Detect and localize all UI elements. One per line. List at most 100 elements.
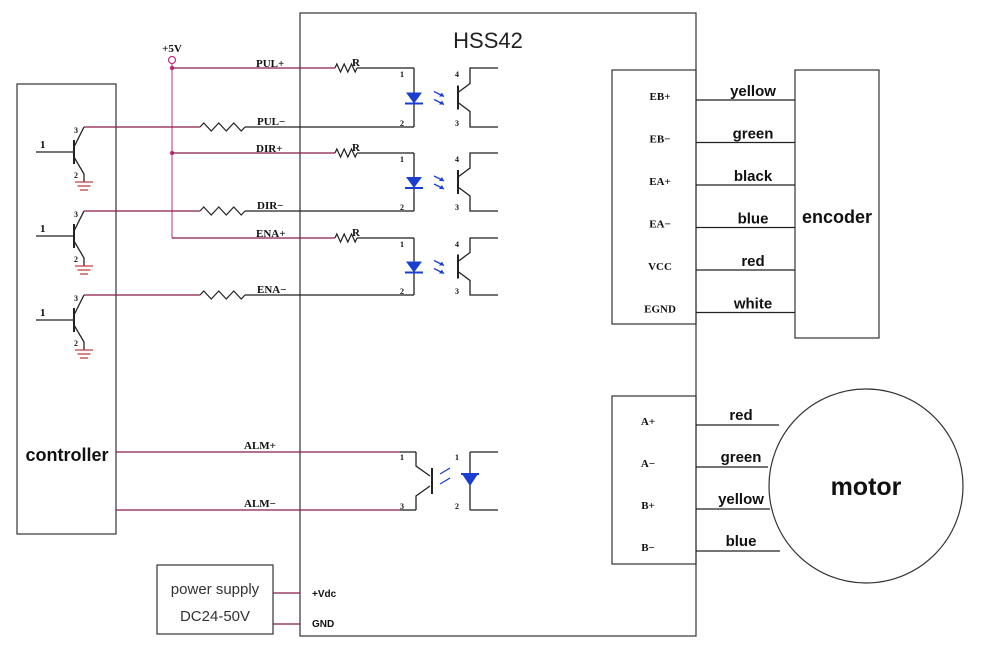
encoder-pin-label: EGND [644,304,676,316]
motor-terminal-box [611,395,697,565]
transistor-base-label: 1 [40,223,46,235]
transistor-emitter [73,240,85,266]
phototransistor-collector [457,237,498,263]
opto-pin-label: 1 [455,453,459,462]
resistor-label: R [352,227,361,239]
transistor-pin-label: 2 [74,255,78,264]
opto-pin-label: 1 [400,240,404,249]
motor-pin-label: A+ [641,416,655,428]
encoder-pin-label: EA+ [649,176,671,188]
encoder-pin-label: EB− [650,134,671,146]
series-resistor [199,122,246,132]
input-plus-label: ENA+ [256,228,286,240]
opto-pin-label: 4 [455,240,459,249]
opto-pin-label: 2 [400,119,404,128]
label-layer: RPUL+PUL−1243RDIR+DIR−1243RENA+ENA−12431… [40,57,776,554]
encoder-pin-label: EB+ [650,91,671,103]
opto-pin-label: 3 [400,502,404,511]
opto-pin-label: 3 [455,203,459,212]
resistor-label: R [352,57,361,69]
arrow-head [439,92,444,97]
encoder-wire-color: black [734,168,773,185]
opto-pin-label: 2 [400,287,404,296]
transistor-pin-label: 2 [74,171,78,180]
transistor-pin-label: 3 [74,126,78,135]
motor-wire-color: blue [726,533,757,550]
controller-label: controller [25,445,108,465]
phototransistor-emitter [457,270,498,296]
phototransistor-collector [457,67,498,94]
transistor-collector [73,126,85,148]
transistor-pin-label: 2 [74,339,78,348]
opto-pin-label: 1 [400,453,404,462]
opto-pin-label: 4 [455,70,459,79]
opto-pin-label: 2 [455,502,459,511]
motor-circle [768,388,964,584]
phototransistor-emitter [457,186,498,212]
series-resistor [199,206,246,216]
transistor-emitter [73,324,85,350]
encoder-terminal-box [611,69,697,325]
transistor-base-label: 1 [40,139,46,151]
motor-wire-color: red [729,407,752,424]
opto-pin-label: 1 [400,155,404,164]
light-arrow [439,477,451,485]
pullup-resistor [334,147,358,159]
arrow-head [439,269,444,274]
opto-pin-label: 3 [455,119,459,128]
power-supply-line2: DC24-50V [180,608,250,625]
led-triangle [406,177,422,188]
vdc-terminal-label: +Vdc [312,589,337,600]
power-supply-line1: power supply [171,581,260,598]
motor-pin-label: A− [641,458,655,470]
opto-pin-label: 3 [455,287,459,296]
light-arrow [439,467,451,475]
wire-layer [36,55,795,625]
motor-wire-color: yellow [718,491,764,508]
opto-pin-label: 4 [455,155,459,164]
encoder-wire-color: red [741,253,764,270]
pullup-resistor [334,232,358,244]
controller-box [16,83,117,535]
arrow-head [439,177,444,181]
transistor-base-label: 1 [40,307,46,319]
motor-wire-color: green [721,449,762,466]
arrow-head [439,100,444,105]
input-plus-label: DIR+ [256,143,282,155]
plus5v-label: +5V [162,43,182,55]
encoder-pin-label: VCC [648,261,672,273]
transistor-collector [73,210,85,232]
gnd-terminal-label: GND [312,619,334,630]
encoder-wire-color: blue [738,211,769,228]
opto-pin-label: 1 [400,70,404,79]
transistor-collector [73,294,85,316]
arrow-head [439,185,444,189]
input-minus-label: DIR− [257,200,283,212]
alarm-plus-label: ALM+ [244,440,276,452]
resistor-label: R [352,142,361,154]
encoder-box [794,69,880,339]
input-minus-label: ENA− [257,284,287,296]
opto-pin-label: 2 [400,203,404,212]
phototransistor-collector [457,152,498,178]
transistor-emitter [73,156,85,182]
driver-title: HSS42 [453,28,523,53]
encoder-wire-color: green [733,126,774,143]
phototransistor-emitter [457,101,498,128]
input-minus-label: PUL− [257,116,285,128]
power-supply-box [156,564,274,635]
led-triangle [406,92,422,104]
alarm-led-triangle [462,474,478,486]
motor-label: motor [831,473,902,501]
transistor-pin-label: 3 [74,210,78,219]
encoder-pin-label: EA− [649,219,671,231]
encoder-wire-color: yellow [730,83,776,100]
motor-pin-label: B+ [641,500,655,512]
arrow-head [439,261,444,266]
encoder-label: encoder [802,207,872,227]
plus5v-terminal [167,55,177,65]
led-triangle [406,261,422,273]
pullup-resistor [334,62,358,74]
